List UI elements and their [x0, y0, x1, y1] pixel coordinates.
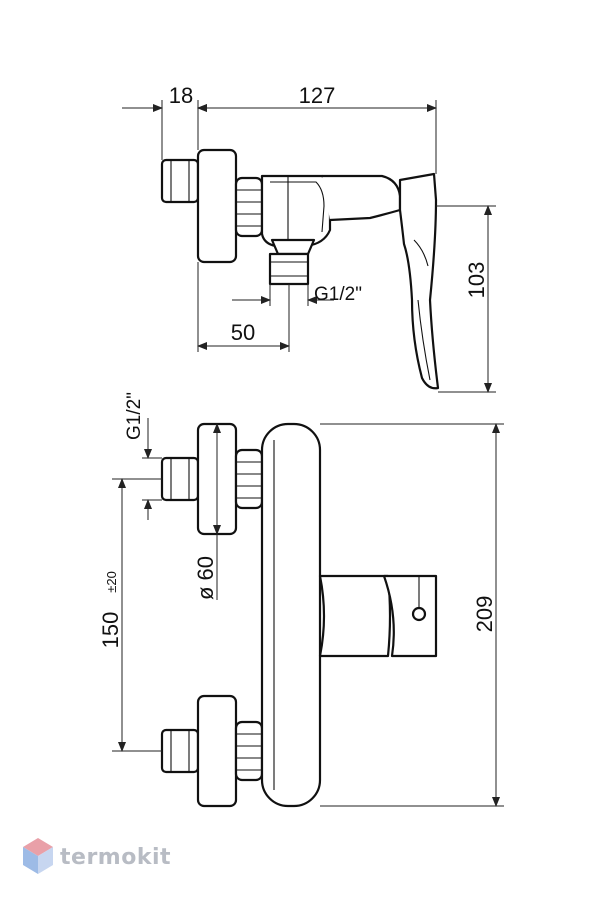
front-view — [160, 422, 438, 808]
brand-logo-icon — [23, 838, 53, 874]
brand-watermark: termokit — [23, 838, 171, 874]
dim-18-label: 18 — [169, 83, 193, 108]
side-connector-nipple — [160, 158, 200, 204]
side-hex-nut — [234, 176, 264, 238]
dim-127-label: 127 — [299, 83, 336, 108]
side-lever-handle — [398, 172, 440, 390]
dim-outlet-thread-label: G1/2" — [314, 284, 362, 305]
front-view-dimensions: G1/2" 150 ±20 ø 60 209 — [98, 392, 504, 807]
side-cartridge-housing — [322, 174, 402, 222]
front-mixer-body — [260, 422, 322, 808]
dim-inlet-thread-label: G1/2" — [124, 392, 145, 440]
dim-103-label: 103 — [464, 262, 489, 299]
side-view-dimensions: 18 127 103 G1/2" 50 — [122, 83, 496, 393]
brand-name: termokit — [60, 845, 171, 870]
dim-diameter-label: ø 60 — [193, 556, 218, 600]
side-view — [160, 148, 440, 390]
dim-50-label: 50 — [231, 320, 255, 345]
dim-150-tolerance-label: ±20 — [104, 571, 119, 593]
side-outlet-fitting — [270, 238, 316, 256]
dim-150-label: 150 — [98, 612, 123, 649]
front-lever-base — [318, 574, 392, 658]
side-flange — [196, 148, 238, 264]
front-lever-indicator — [411, 606, 427, 622]
front-lower-flange — [196, 694, 238, 808]
front-lower-hex-nut — [234, 720, 264, 782]
side-outlet-thread — [268, 252, 310, 286]
front-upper-nipple — [160, 456, 200, 502]
front-lower-nipple — [160, 728, 200, 774]
dim-209-label: 209 — [472, 596, 497, 633]
front-lever-handle — [382, 574, 438, 658]
front-upper-hex-nut — [234, 448, 264, 510]
